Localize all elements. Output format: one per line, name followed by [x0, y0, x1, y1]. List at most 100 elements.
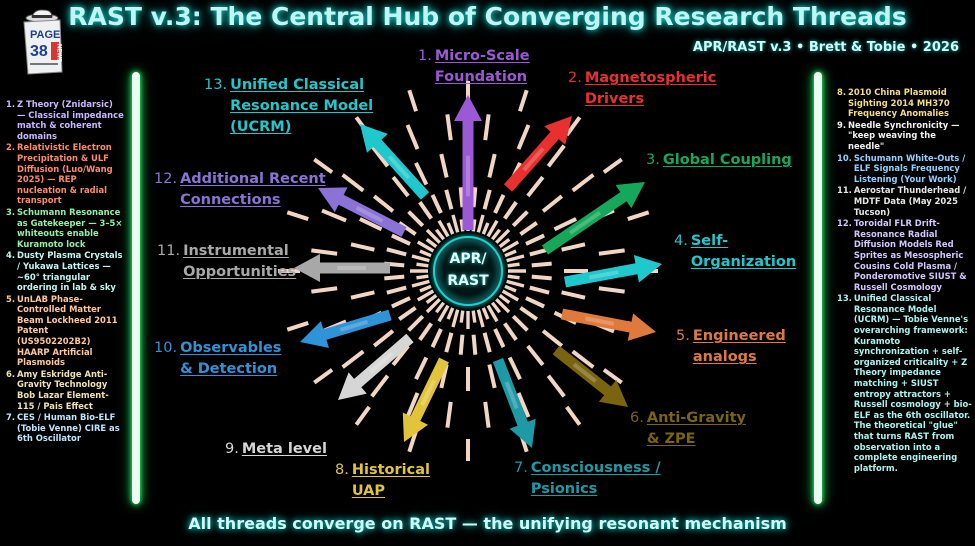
radial-ray — [506, 254, 525, 263]
radial-ray — [561, 242, 586, 252]
thread-title-line: Unified Classical — [230, 77, 365, 93]
radial-ray — [311, 286, 338, 294]
radial-ray — [571, 173, 595, 193]
right-glow-bar — [814, 72, 822, 504]
subtitle-credits: APR/RAST v.3 • Brett & Tobie • 2026 — [692, 40, 959, 55]
thread-title-line: Global Coupling — [662, 152, 792, 168]
thread-title-line: Observables — [180, 340, 282, 356]
thread-number: 13. — [204, 77, 228, 93]
radial-rays — [278, 81, 658, 461]
radial-ray — [507, 262, 520, 268]
radial-ray — [425, 298, 441, 314]
radial-ray — [498, 294, 511, 305]
thread-label-6[interactable]: 6.Anti-Gravity& ZPE — [630, 408, 746, 450]
thread-number: 5. — [676, 328, 690, 344]
radial-ray — [416, 240, 435, 253]
thread-label-10[interactable]: 10.Observables& Detection — [154, 338, 281, 380]
left-legend-item-3: 3.Schumann Resonance as Gatekeeper — 3–5… — [6, 206, 123, 249]
logo-line1: PAGE — [30, 29, 60, 41]
radial-ray — [458, 334, 465, 355]
thread-title-line: Micro-Scale — [434, 48, 530, 64]
thread-title-link[interactable]: Consciousness /Psionics — [531, 458, 661, 500]
radial-ray — [459, 310, 465, 323]
radial-ray — [483, 401, 491, 428]
thread-title-line: Additional Recent — [180, 171, 326, 187]
thread-label-3[interactable]: 3.Global Coupling — [646, 150, 792, 171]
radial-ray — [411, 279, 430, 288]
page-title: RAST v.3: The Central Hub of Converging … — [68, 2, 907, 31]
thread-number: 11. — [157, 243, 181, 259]
radial-ray — [434, 301, 445, 314]
radial-ray — [451, 309, 460, 328]
radial-ray — [498, 237, 511, 248]
thread-title-link[interactable]: Meta level — [242, 439, 327, 460]
radial-ray — [414, 356, 429, 380]
thread-number: 6. — [630, 410, 644, 426]
thread-label-7[interactable]: 7.Consciousness /Psionics — [514, 458, 661, 500]
thread-number: 8. — [335, 462, 349, 478]
thread-number: 9. — [225, 441, 239, 457]
logo-line2: 38 — [30, 43, 48, 60]
radial-ray — [493, 194, 506, 214]
thread-title-link[interactable]: Anti-Gravity& ZPE — [647, 408, 746, 450]
radial-ray — [354, 405, 371, 426]
radial-ray — [405, 124, 420, 150]
radial-ray — [437, 219, 450, 238]
thread-arrow-1 — [454, 95, 482, 230]
radial-ray — [437, 304, 450, 323]
thread-arrow-9 — [338, 333, 414, 400]
radial-ray — [386, 247, 407, 257]
radial-ray — [313, 368, 334, 385]
radial-ray — [481, 307, 490, 320]
thread-title-line: Anti-Gravity — [646, 410, 746, 426]
radial-ray — [482, 189, 492, 210]
radial-ray — [398, 306, 417, 321]
right-legend-item-12: 12.Toroidal FLR Drift-Resonance Radial D… — [837, 218, 967, 292]
radial-ray — [507, 274, 520, 280]
thread-title-link[interactable]: Observables & Detection — [180, 338, 281, 380]
thread-title-line: & Detection — [180, 361, 278, 377]
thread-arrow-13 — [360, 124, 430, 200]
thread-title-link[interactable]: Global Coupling — [663, 150, 792, 171]
radial-ray — [519, 306, 538, 321]
arrow-highlight — [369, 351, 394, 374]
radial-ray — [444, 189, 454, 210]
radial-ray — [516, 392, 531, 418]
thread-arrow-6 — [552, 345, 628, 407]
thread-title-link[interactable]: Self-Organization — [691, 231, 796, 273]
footer-tagline: All threads converge on RAST — the unify… — [188, 514, 787, 533]
radial-ray — [483, 114, 491, 141]
thread-label-9[interactable]: 9.Meta level — [225, 439, 327, 460]
thread-title-line: UAP — [351, 483, 386, 499]
arrow-highlight — [572, 362, 597, 383]
radial-ray — [476, 309, 485, 328]
thread-arrow-8 — [402, 357, 449, 442]
radial-ray — [482, 332, 492, 353]
arrow-highlight — [522, 147, 545, 172]
thread-label-4[interactable]: 4.Self-Organization — [674, 231, 796, 273]
radial-ray — [506, 279, 525, 288]
radial-ray — [529, 285, 550, 295]
thread-arrow-3 — [541, 182, 645, 255]
radial-ray — [321, 208, 347, 223]
radial-ray — [434, 228, 445, 241]
radial-ray — [391, 296, 411, 309]
thread-title-line: (UCRM) — [230, 119, 292, 135]
radial-ray — [350, 242, 375, 252]
thread-title-line: Instrumental — [183, 243, 289, 259]
radial-ray — [341, 349, 365, 369]
